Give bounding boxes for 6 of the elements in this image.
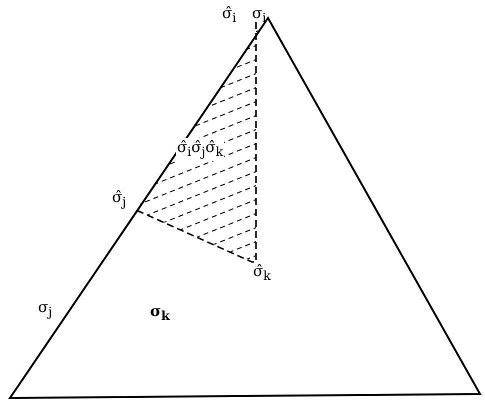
vertex-label: σ̂$_{i}$ [222, 4, 236, 27]
side-label: σ$_{j}$ [38, 298, 52, 321]
point-label: σ̂$_{j}$ [112, 188, 126, 211]
point-label: σ̂$_{k}$ [253, 262, 271, 285]
region-label: σ̂$_{i}$σ̂$_{j}$σ̂$_{k}$ [176, 138, 224, 161]
region-label: σ$_{k}$ [150, 302, 170, 325]
